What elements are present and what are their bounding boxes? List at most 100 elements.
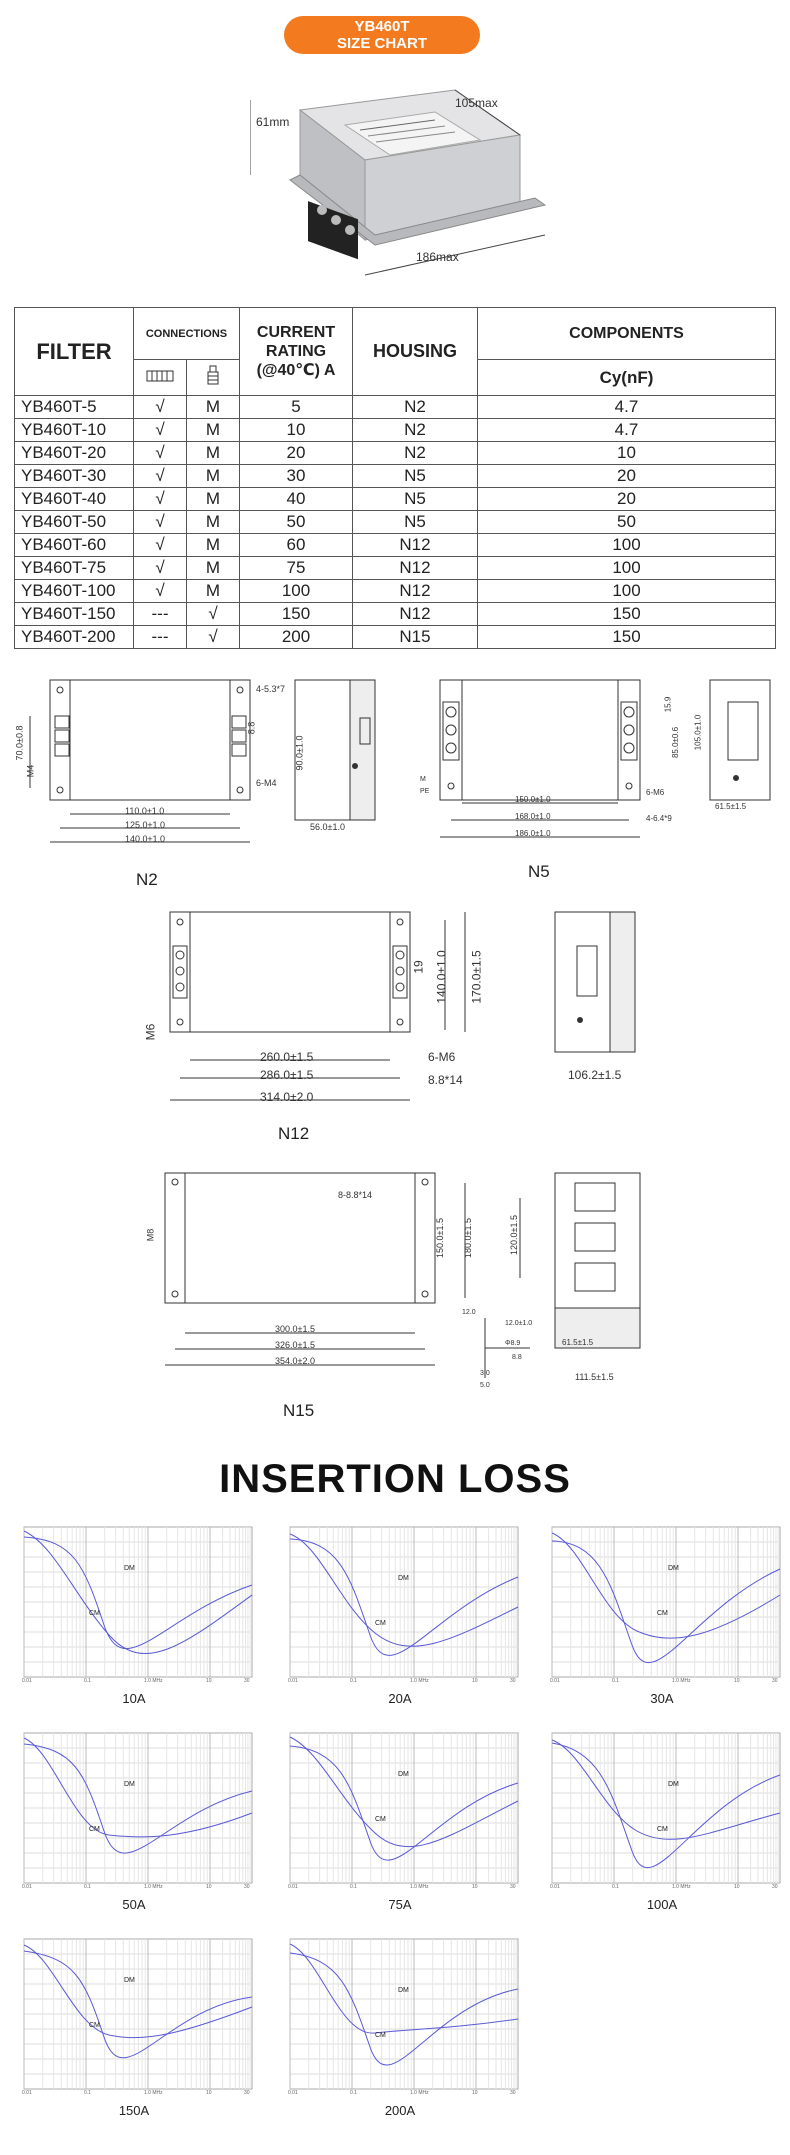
cell-filter: YB460T-40 [14,487,134,511]
x-tick-label: 0.01 [288,1678,298,1684]
x-tick-label: 10 [734,1678,740,1684]
cell-current: 5 [239,395,353,419]
n15-t1: 12.0±1.0 [505,1320,533,1327]
terminal-block-icon [133,359,187,396]
cell-cy: 50 [477,510,776,534]
header-current-l1: CURRENT [256,324,336,341]
header-housing: HOUSING [352,307,478,396]
cell-filter: YB460T-5 [14,395,134,419]
cell-filter: YB460T-60 [14,533,134,557]
n5-pe: PE [420,788,430,795]
drawing-n5: 150.0±1.0 168.0±1.0 186.0±1.0 6-M6 4-6.4… [410,678,785,858]
cell-cy: 20 [477,487,776,511]
title-line2: SIZE CHART [337,35,427,52]
graph-label: 75A [388,1897,412,1912]
x-tick-label: 1.0 MHz [144,1884,163,1890]
cell-current: 60 [239,533,353,557]
n5-d1: 150.0±1.0 [515,795,551,804]
graph-label: 30A [650,1691,674,1706]
x-tick-label: 0.1 [350,1678,357,1684]
cell-cy: 100 [477,533,776,557]
cell-conn-terminal: √ [133,556,187,580]
cm-curve-label: CM [375,1620,386,1627]
x-tick-label: 30 [244,2090,250,2096]
x-tick-label: 0.1 [612,1678,619,1684]
x-tick-label: 1.0 MHz [144,1678,163,1684]
n2-side-w: 56.0±1.0 [310,822,345,832]
graph-label: 10A [122,1691,146,1706]
n15-screw: M8 [145,1228,156,1242]
dm-curve-label: DM [124,1565,135,1572]
dm-curve-label: DM [398,1987,409,1994]
n5-h3: 15.9 [663,696,673,713]
cell-conn-stud: M [186,395,240,419]
cm-curve-label: CM [657,1610,668,1617]
x-tick-label: 10 [206,2090,212,2096]
cell-filter: YB460T-75 [14,556,134,580]
insertion-loss-title: INSERTION LOSS [219,1457,571,1501]
drawing-n15: 300.0±1.5 326.0±1.5 354.0±2.0 8-8.8*14 1… [145,1168,650,1403]
x-tick-label: 10 [734,1884,740,1890]
x-tick-label: 0.1 [84,1678,91,1684]
cell-current: 40 [239,487,353,511]
cell-cy: 100 [477,556,776,580]
cm-curve-label: CM [89,2022,100,2029]
graph-label: 20A [388,1691,412,1706]
header-cy: Cy(nF) [477,359,776,396]
cell-housing: N2 [352,418,478,442]
x-tick-label: 0.01 [22,1884,32,1890]
cell-filter: YB460T-10 [14,418,134,442]
n15-t4: 5.0 [480,1382,490,1389]
cell-current: 150 [239,602,353,626]
graph-label: 100A [646,1897,678,1912]
dm-curve-label: DM [124,1781,135,1788]
cell-cy: 10 [477,441,776,465]
cell-housing: N5 [352,487,478,511]
n12-hole: 8.8*14 [428,1073,463,1087]
n12-screw: M6 [143,1023,158,1041]
photo-width-label: 105max [455,96,498,110]
n12-h1: 140.0±1.0 [434,950,449,1004]
header-current-l3: (@40℃) A [256,362,336,379]
n2-hole: 4-5.3*7 [256,684,286,694]
x-tick-label: 0.01 [288,2090,298,2096]
cell-current: 50 [239,510,353,534]
cell-conn-terminal: √ [133,464,187,488]
n5-d2: 168.0±1.0 [515,812,551,821]
cell-conn-stud: M [186,533,240,557]
n15-h2: 180.0±1.5 [462,1218,473,1258]
n15-t5: 8.8 [512,1354,522,1361]
graph-label: 50A [122,1897,146,1912]
cell-housing: N12 [352,533,478,557]
x-tick-label: 30 [244,1884,250,1890]
n5-side-w: 61.5±1.5 [715,802,747,811]
header-connections: CONNECTIONS [133,307,240,360]
x-tick-label: 10 [206,1884,212,1890]
n15-d3: 354.0±2.0 [275,1356,315,1366]
n5-m6: 6-M6 [646,788,665,797]
cell-conn-stud: √ [186,625,240,649]
cell-current: 30 [239,464,353,488]
title-badge: YB460T SIZE CHART [284,16,480,54]
cell-filter: YB460T-200 [14,625,134,649]
n12-caption: N12 [278,1124,310,1143]
x-tick-label: 0.01 [550,1884,560,1890]
dm-curve-label: DM [398,1575,409,1582]
spec-table: FILTER CONNECTIONS CURRENT RATING (@40℃)… [14,307,776,649]
x-tick-label: 30 [244,1678,250,1684]
x-tick-label: 0.1 [84,1884,91,1890]
n2-screw: M4 [25,764,36,778]
n2-h2: 8.8 [246,721,257,735]
header-filter: FILTER [14,307,134,396]
drawing-n12: 260.0±1.5 286.0±1.5 314.0±2.0 6-M6 8.8*1… [140,910,660,1120]
cell-cy: 20 [477,464,776,488]
cell-conn-stud: M [186,487,240,511]
cell-conn-stud: M [186,510,240,534]
